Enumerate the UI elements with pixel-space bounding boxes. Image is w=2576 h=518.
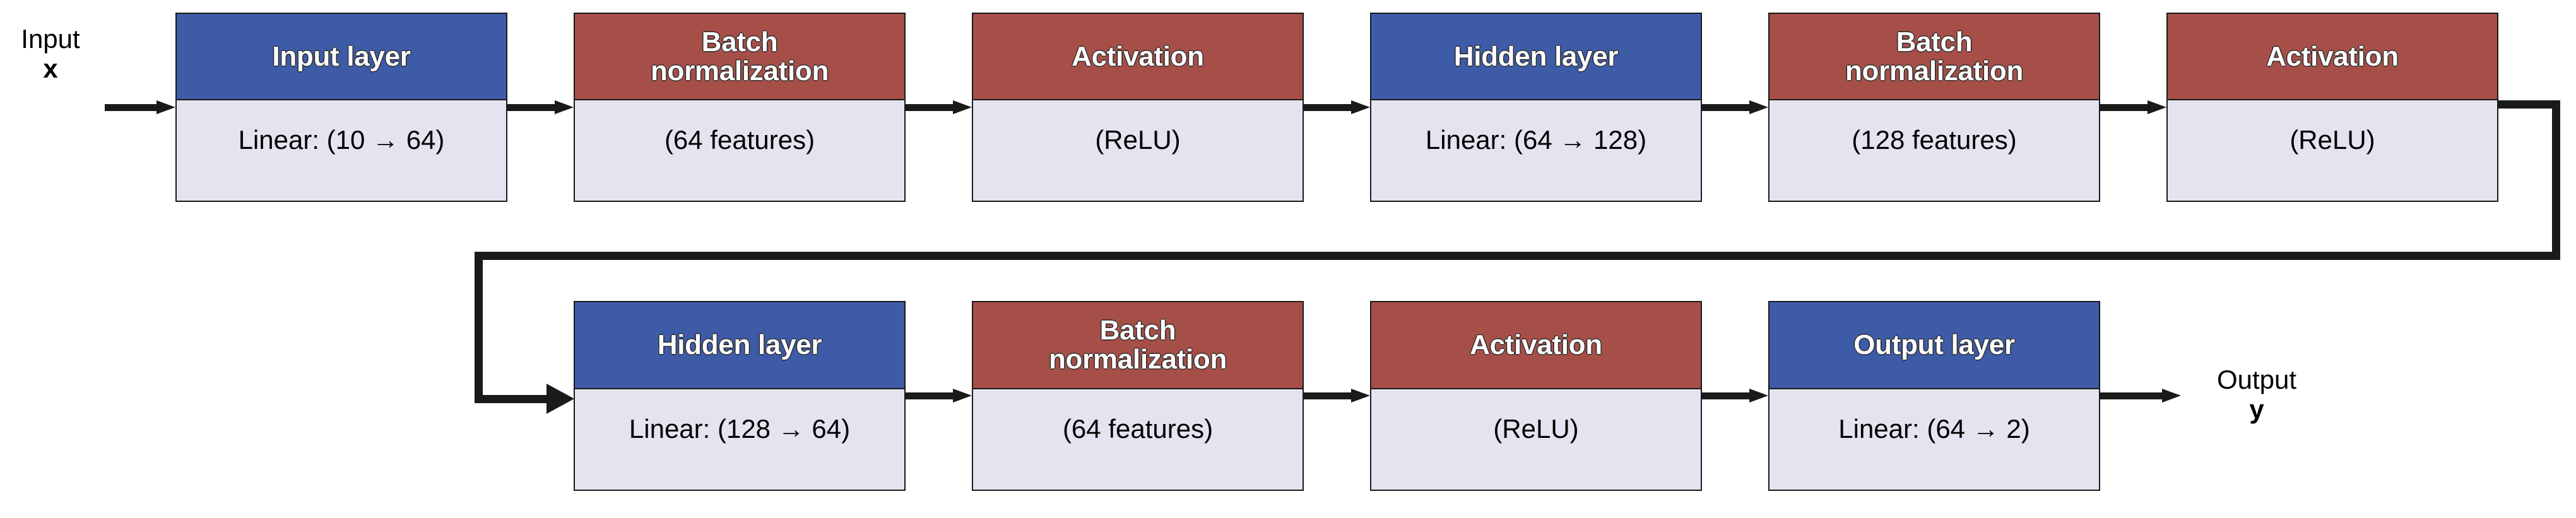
arrow-output-layer-to-output: [2100, 389, 2181, 403]
arrow-shaft: [507, 104, 555, 111]
wrap-connector-segment-horizontal: [475, 252, 2560, 260]
arrow-head: [157, 100, 175, 114]
node-r1-input-layer[interactable]: Input layer Linear: (10 → 64): [175, 13, 507, 202]
node-r2-hidden-layer[interactable]: Hidden layer Linear: (128 → 64): [574, 301, 906, 491]
arrow-shaft: [1304, 104, 1351, 111]
node-header: Activation: [1371, 302, 1701, 389]
node-r1-batch-normalization-128[interactable]: Batch normalization (128 features): [1768, 13, 2100, 202]
arrow-r1-2-to-3: [906, 100, 972, 114]
node-header: Hidden layer: [1371, 14, 1701, 100]
node-header: Hidden layer: [575, 302, 904, 389]
output-label: Output y: [2187, 365, 2326, 424]
arrow-shaft: [906, 392, 953, 399]
node-body: Linear: (64 → 128): [1371, 100, 1701, 201]
wrap-connector-segment-down-right: [2552, 100, 2560, 260]
node-body: Linear: (128 → 64): [575, 389, 904, 490]
node-header: Batch normalization: [1770, 14, 2099, 100]
arrow-head: [555, 100, 574, 114]
input-label: Input x: [0, 24, 101, 83]
node-header: Batch normalization: [973, 302, 1303, 389]
arrow-head: [953, 389, 972, 403]
node-body: (64 features): [575, 100, 904, 201]
node-r2-activation[interactable]: Activation (ReLU): [1370, 301, 1702, 491]
wrap-connector-segment-into-row2: [475, 395, 550, 403]
node-r1-batch-normalization-64[interactable]: Batch normalization (64 features): [574, 13, 906, 202]
node-header: Input layer: [177, 14, 506, 100]
arrow-head: [953, 100, 972, 114]
arrow-shaft: [2100, 392, 2162, 399]
arrow-shaft: [105, 104, 157, 111]
wrap-connector-segment-right: [2498, 100, 2560, 109]
arrow-r1-4-to-5: [1702, 100, 1768, 114]
node-r1-hidden-layer[interactable]: Hidden layer Linear: (64 → 128): [1370, 13, 1702, 202]
arrow-head: [2162, 389, 2181, 403]
output-label-text: Output: [2216, 365, 2297, 394]
arrow-r1-3-to-4: [1304, 100, 1370, 114]
node-r1-activation-1[interactable]: Activation (ReLU): [972, 13, 1304, 202]
arrow-head: [1351, 100, 1370, 114]
arrow-shaft: [1702, 104, 1749, 111]
node-header: Activation: [973, 14, 1303, 100]
node-header: Activation: [2168, 14, 2497, 100]
arrow-r2-2-to-3: [1304, 389, 1370, 403]
arrow-shaft: [1702, 392, 1749, 399]
node-r1-activation-2[interactable]: Activation (ReLU): [2166, 13, 2498, 202]
wrap-connector-segment-down-left: [475, 252, 483, 403]
node-r2-output-layer[interactable]: Output layer Linear: (64 → 2): [1768, 301, 2100, 491]
arrow-input-to-input-layer: [105, 100, 175, 114]
arrow-shaft: [2100, 104, 2148, 111]
arrow-r1-5-to-6: [2100, 100, 2166, 114]
node-body: (ReLU): [1371, 389, 1701, 490]
input-label-symbol: x: [43, 54, 58, 84]
input-label-text: Input: [21, 24, 80, 54]
node-header: Output layer: [1770, 302, 2099, 389]
arrow-shaft: [906, 104, 953, 111]
node-body: (128 features): [1770, 100, 2099, 201]
node-body: (64 features): [973, 389, 1303, 490]
arrow-head: [1351, 389, 1370, 403]
node-body: Linear: (10 → 64): [177, 100, 506, 201]
arrow-r2-1-to-2: [906, 389, 972, 403]
node-body: Linear: (64 → 2): [1770, 389, 2099, 490]
node-r2-batch-normalization-64[interactable]: Batch normalization (64 features): [972, 301, 1304, 491]
output-label-symbol: y: [2249, 394, 2264, 425]
arrow-head: [1749, 100, 1768, 114]
arrow-shaft: [1304, 392, 1351, 399]
node-header: Batch normalization: [575, 14, 904, 100]
node-body: (ReLU): [973, 100, 1303, 201]
arrow-head: [2148, 100, 2166, 114]
node-body: (ReLU): [2168, 100, 2497, 201]
arrow-r2-3-to-4: [1702, 389, 1768, 403]
arrow-r1-1-to-2: [507, 100, 574, 114]
arrow-head: [1749, 389, 1768, 403]
wrap-connector-arrow-head: [547, 384, 574, 414]
